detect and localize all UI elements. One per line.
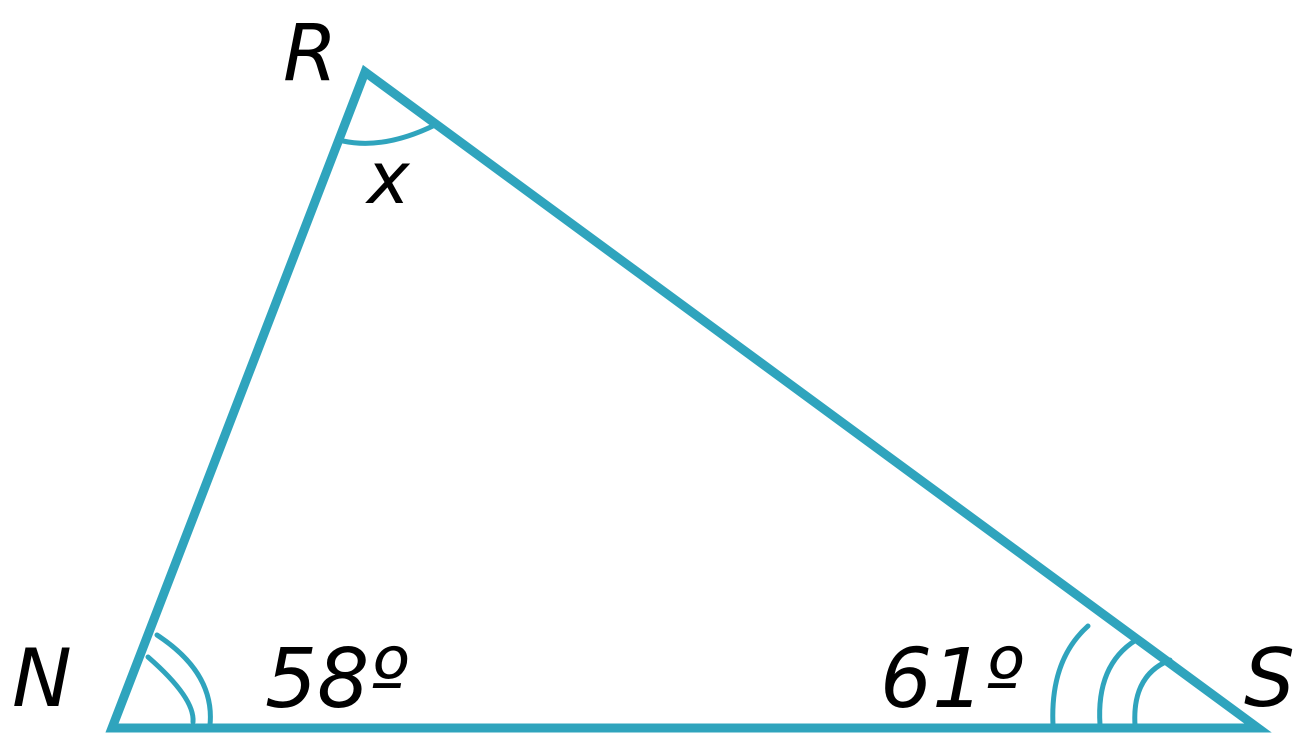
angle-arc-n-outer (154, 632, 213, 728)
angle-label-r: x (365, 136, 411, 220)
angle-arc-s-2 (1097, 637, 1139, 728)
angle-arc-n-inner (145, 654, 196, 725)
vertex-label-n: N (12, 632, 72, 725)
angle-label-s: 61º (880, 632, 1023, 727)
angle-arc-s-1 (1050, 623, 1091, 728)
vertex-label-s: S (1244, 632, 1295, 725)
vertex-label-r: R (283, 9, 337, 99)
angle-label-n: 58º (265, 632, 408, 727)
triangle-nrs (105, 64, 1272, 733)
angle-arc-r (340, 121, 440, 146)
angle-arc-s-3 (1132, 657, 1173, 728)
